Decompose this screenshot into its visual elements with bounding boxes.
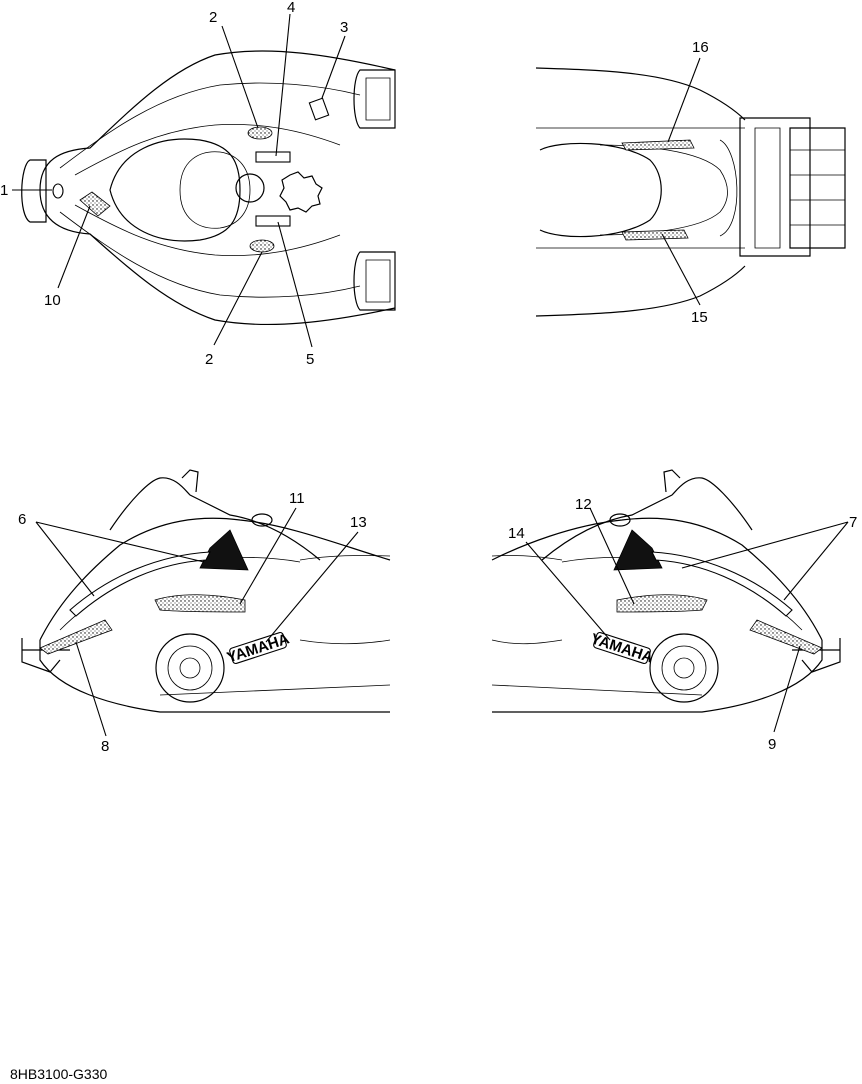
- rear-deck-illustration: [535, 67, 846, 317]
- reference-code: 8HB3100-G330: [10, 1066, 108, 1082]
- callout-6: 6: [18, 511, 26, 528]
- right-side-leaders: [525, 507, 849, 733]
- callout-labels: 1 2 2 3 4 5 6 7 8 9 10 11 12 13 14 15 16: [0, 0, 857, 755]
- decal-4: [255, 151, 291, 163]
- yamaha-decal-text-left: YAMAHA: [225, 630, 292, 666]
- callout-11: 11: [289, 490, 305, 507]
- callout-2-top: 2: [209, 9, 217, 26]
- decal-1: [52, 183, 64, 199]
- decal-9: [749, 619, 823, 655]
- callout-13: 13: [350, 514, 367, 531]
- decal-6-dark: [199, 529, 249, 571]
- rear-deck-leaders: [661, 57, 701, 306]
- callout-16: 16: [692, 39, 709, 56]
- callout-15: 15: [691, 309, 708, 326]
- decal-15: [621, 229, 689, 241]
- decal-7-dark: [613, 529, 663, 571]
- decal-3: [308, 97, 330, 121]
- top-view-illustration: [21, 50, 396, 326]
- left-side-illustration: YAMAHA: [21, 469, 391, 713]
- callout-7: 7: [849, 514, 857, 531]
- callout-12: 12: [575, 496, 592, 513]
- callout-4: 4: [287, 0, 295, 16]
- callout-5: 5: [306, 351, 314, 368]
- right-side-illustration: YAMAHA: [491, 469, 841, 713]
- decal-6-stripe: [69, 551, 211, 617]
- yamaha-decal-text-right: YAMAHA: [589, 630, 656, 666]
- callout-8: 8: [101, 738, 109, 755]
- decal-8: [39, 619, 113, 655]
- left-side-leaders: [35, 507, 359, 737]
- callout-1: 1: [0, 182, 8, 199]
- decal-5: [255, 215, 291, 227]
- decal-13: YAMAHA: [225, 630, 292, 666]
- decal-7-stripe: [651, 551, 793, 617]
- decal-2-top: [247, 126, 273, 140]
- decal-2-bottom: [249, 239, 275, 253]
- decal-16: [621, 139, 695, 151]
- top-view-leaders: [12, 13, 346, 348]
- callout-10: 10: [44, 292, 61, 309]
- decal-11: [154, 594, 246, 613]
- decal-10: [79, 191, 111, 217]
- callout-3: 3: [340, 19, 348, 36]
- callout-9: 9: [768, 736, 776, 753]
- callout-14: 14: [508, 525, 525, 542]
- callout-2-bottom: 2: [205, 351, 213, 368]
- decal-14: YAMAHA: [589, 630, 656, 666]
- decal-12: [616, 594, 708, 613]
